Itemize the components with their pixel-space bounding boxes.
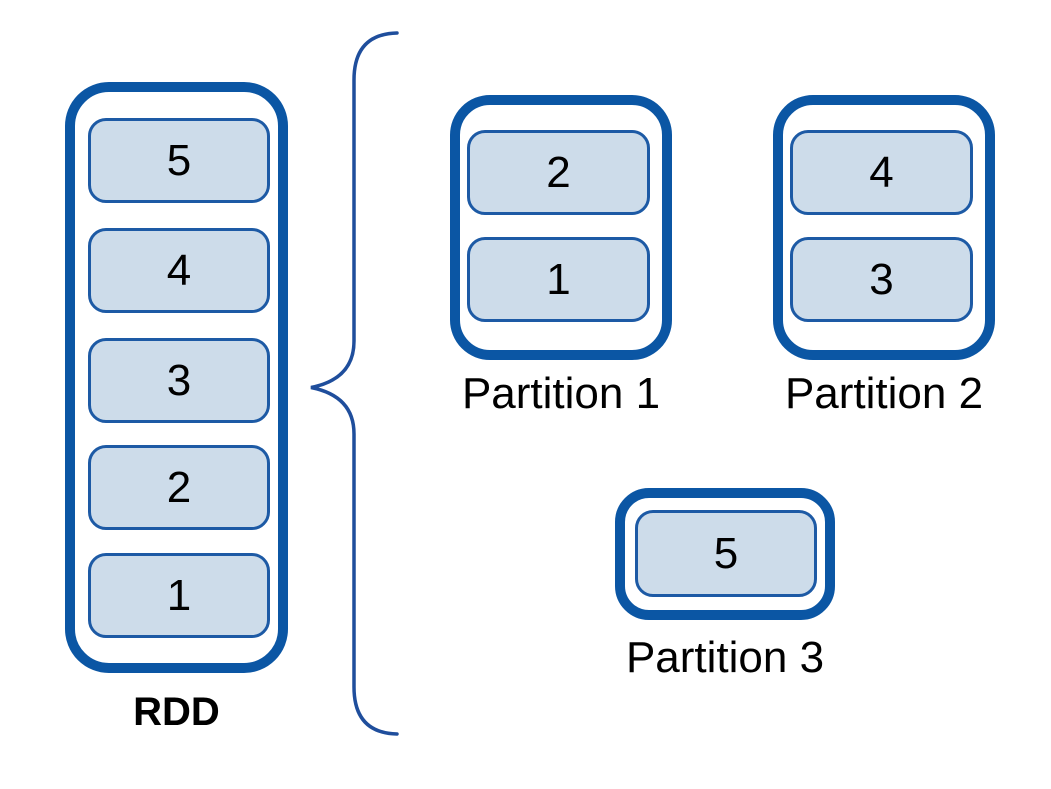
item-value: 3 <box>869 254 894 304</box>
item-value: 1 <box>166 570 192 620</box>
partition-item: 1 <box>467 237 650 322</box>
item-value: 1 <box>546 254 571 304</box>
rdd-label: RDD <box>133 690 220 734</box>
rdd-item: 1 <box>88 553 270 638</box>
partition-2-label: Partition 2 <box>784 369 984 418</box>
partition-item: 5 <box>635 510 817 597</box>
rdd-item: 5 <box>88 118 270 203</box>
partition-item: 4 <box>790 130 973 215</box>
partition-3-label: Partition 3 <box>625 633 825 682</box>
item-value: 4 <box>869 147 894 197</box>
item-value: 5 <box>166 135 192 185</box>
partition-3-container: 5 <box>615 488 835 620</box>
partition-item: 3 <box>790 237 973 322</box>
item-value: 4 <box>166 245 192 295</box>
rdd-item: 4 <box>88 228 270 313</box>
item-value: 3 <box>166 355 192 405</box>
partition-1-label: Partition 1 <box>461 369 661 418</box>
rdd-item: 3 <box>88 338 270 423</box>
item-value: 2 <box>166 462 192 512</box>
partition-item: 2 <box>467 130 650 215</box>
rdd-container: 5 4 3 2 1 <box>65 82 288 673</box>
item-value: 5 <box>713 528 739 578</box>
partition-2-container: 4 3 <box>773 95 995 360</box>
rdd-item: 2 <box>88 445 270 530</box>
item-value: 2 <box>546 147 571 197</box>
partition-1-container: 2 1 <box>450 95 672 360</box>
